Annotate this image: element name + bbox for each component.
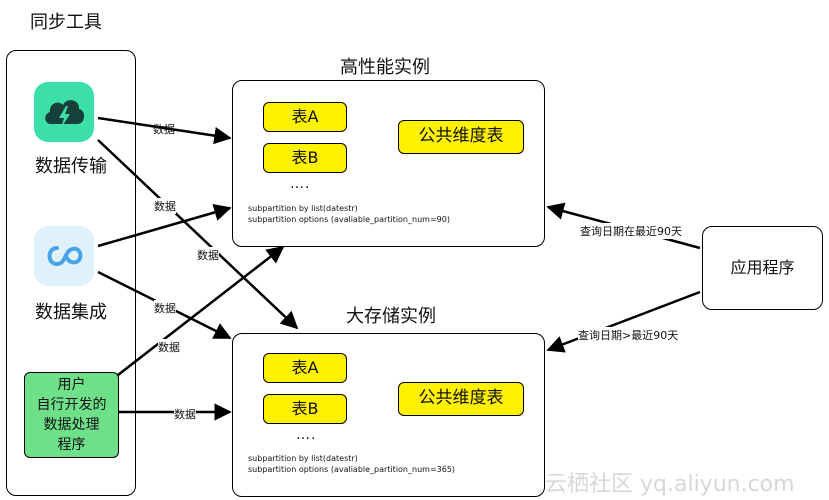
edge-label-data: 数据 xyxy=(154,198,176,214)
edge-label-data: 数据 xyxy=(197,247,219,263)
watermark: 云栖社区 yq.aliyun.com xyxy=(545,472,795,497)
ls-partition-line-1: subpartition by list(datestr) xyxy=(248,454,358,463)
hp-partition-line-1: subpartition by list(datestr) xyxy=(248,204,358,213)
data-transfer-label: 数据传输 xyxy=(35,156,107,177)
arrow-up-to-hp xyxy=(117,245,285,376)
user-data-program-box: 用户 自行开发的 数据处理 程序 xyxy=(24,372,119,458)
infinity-loop-icon xyxy=(47,246,83,267)
hp-partition-line-2: subpartition options (avaliable_partitio… xyxy=(248,215,450,224)
hp-table-b: 表B xyxy=(263,143,347,173)
hp-ellipsis: …. xyxy=(290,176,311,192)
edge-label-data: 数据 xyxy=(153,123,175,136)
ls-ellipsis: …. xyxy=(296,427,317,443)
ls-partition-line-2: subpartition options (avaliable_partitio… xyxy=(248,465,456,474)
arrow-dt-to-ls xyxy=(97,139,299,330)
large-storage-instance-title: 大存储实例 xyxy=(346,306,436,327)
data-integration-label: 数据集成 xyxy=(35,302,107,323)
user-program-line: 自行开发的 xyxy=(36,397,107,413)
ls-table-b: 表B xyxy=(263,394,347,424)
edge-label-query-recent: 查询日期在最近90天 xyxy=(580,223,682,239)
hp-public-dim-table: 公共维度表 xyxy=(398,120,524,154)
sync-tools-title: 同步工具 xyxy=(30,12,102,33)
user-program-line: 用户 xyxy=(57,377,86,393)
edge-label-data: 数据 xyxy=(174,406,196,422)
arrow-di-to-hp xyxy=(97,203,232,248)
arrow-app-to-ls xyxy=(546,290,701,353)
application-box: 应用程序 xyxy=(702,226,823,310)
ls-table-a: 表A xyxy=(263,353,347,383)
user-program-line: 数据处理 xyxy=(43,417,100,433)
edge-label-data: 数据 xyxy=(154,300,176,316)
hp-table-a: 表A xyxy=(263,102,347,132)
edge-label-query-older: 查询日期>最近90天 xyxy=(578,327,679,343)
data-transfer-icon xyxy=(34,82,94,142)
sync-tools-container xyxy=(6,50,136,496)
arrow-dt-to-hp xyxy=(97,116,232,145)
high-perf-instance-title: 高性能实例 xyxy=(340,57,430,78)
ls-public-dim-table: 公共维度表 xyxy=(398,382,524,416)
edge-label-data: 数据 xyxy=(158,339,180,355)
data-integration-icon xyxy=(34,226,94,286)
user-program-line: 程序 xyxy=(57,437,86,453)
cloud-lightning-icon xyxy=(45,100,85,128)
